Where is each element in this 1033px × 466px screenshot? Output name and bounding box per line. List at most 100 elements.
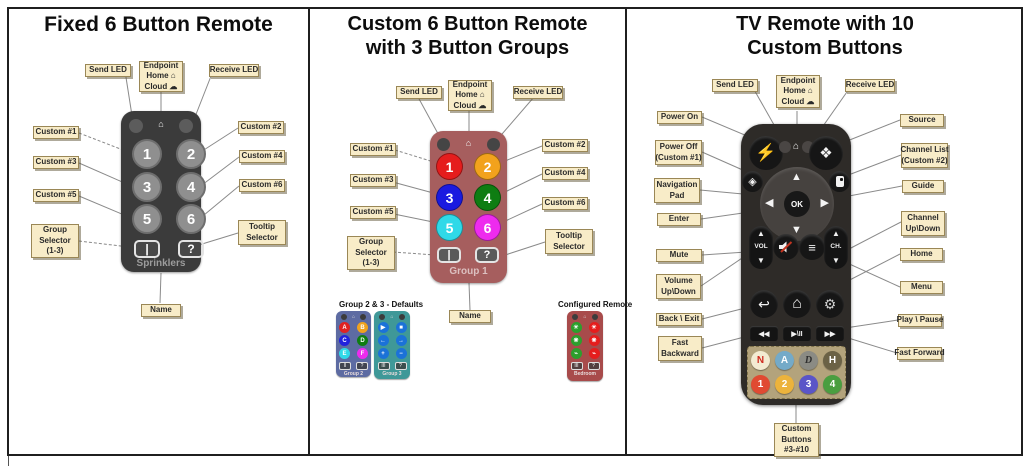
panel-custom-remote: Custom 6 Button Remote with 3 Button Gro…	[308, 9, 632, 454]
navigation-pad: ▲ ▼ ◀ ▶ OK	[760, 167, 834, 241]
right-button: →	[395, 335, 407, 346]
home-icon: ⌂	[351, 313, 356, 320]
left-button: ←	[377, 335, 389, 346]
button-1: 1	[132, 139, 162, 169]
home-icon: ⌂	[792, 141, 800, 152]
send-led-indicator	[437, 138, 450, 151]
fan-on-button: ❋	[570, 335, 582, 346]
gear-icon: ⚙	[823, 295, 837, 312]
label-power-on: Power On	[657, 111, 702, 124]
table-row-divider-tick	[8, 456, 9, 466]
fast-forward-icon: ▶▶	[824, 330, 836, 338]
defaults-heading: Group 2 & 3 - Defaults	[339, 300, 424, 309]
play-button: ▶	[377, 322, 389, 333]
label-receive-led: Receive LED	[209, 64, 259, 77]
tv-remote-body: ⚡ ⌂ ❖ ◈ ▲ ▼ ◀ ▶ OK ▲ VOL ▼	[741, 124, 851, 405]
send-led-indicator	[572, 314, 578, 320]
fan-off-button: ❋	[588, 335, 600, 346]
input-button: ◈	[742, 171, 763, 192]
ok-button: OK	[784, 191, 810, 217]
power-icon: ⚡	[755, 143, 777, 162]
label-power-off: Power Off(Custom #1)	[655, 140, 702, 165]
label-back-exit: Back \ Exit	[656, 313, 702, 326]
channel-list-button	[829, 171, 850, 192]
custom-buttons-section: N A D H 1 2 3 4	[747, 346, 846, 399]
label-group-selector: Group Selector (1-3)	[347, 236, 395, 270]
send-led-indicator	[129, 119, 143, 133]
custom-button-4: 4	[823, 374, 842, 394]
menu-button: ≡	[799, 234, 825, 260]
remote-name: Group 2	[343, 371, 364, 377]
fixed-remote-body: ⌂ 1 2 3 4 5 6 | ? Sprinklers	[121, 111, 206, 272]
label-custom-3: Custom #3	[33, 156, 79, 169]
label-play-pause: Play \ Pause	[897, 314, 943, 327]
group-selector-button: |	[134, 240, 160, 258]
button-6: 6	[474, 214, 501, 241]
channel-down-icon: ▼	[832, 256, 840, 265]
label-menu: Menu	[900, 281, 943, 294]
label-receive-led: Receive LED	[513, 86, 563, 99]
back-icon: ↩	[758, 295, 770, 312]
volume-up-icon: ▲	[757, 229, 765, 238]
button-a: A	[339, 322, 350, 333]
label-home: Home	[900, 248, 943, 261]
receive-led-indicator	[399, 314, 405, 320]
label-endpoint: Endpoint Home ⌂ Cloud ☁	[139, 61, 183, 92]
label-source: Source	[900, 114, 944, 127]
label-custom-4: Custom #4	[239, 150, 285, 163]
source-button: ❖	[809, 136, 843, 170]
home-icon: ⌂	[583, 313, 587, 320]
custom-button-2: 2	[775, 374, 794, 394]
volume-down-icon: ▼	[757, 256, 765, 265]
button-c: C	[339, 335, 350, 346]
receive-led-indicator	[592, 314, 598, 320]
custom-button-n: N	[751, 351, 770, 371]
button-d: D	[357, 335, 368, 346]
label-tooltip-selector: Tooltip Selector	[545, 229, 593, 254]
button-2: 2	[176, 139, 206, 169]
mute-button	[773, 234, 799, 260]
label-custom-2: Custom #2	[542, 139, 588, 152]
configured-heading: Configured Remote	[558, 300, 633, 309]
button-3: 3	[436, 184, 463, 211]
channel-up-icon: ▲	[832, 229, 840, 238]
label-custom-buttons: Custom Buttons #3-#10	[774, 423, 819, 457]
play-pause-icon: ▶\II	[791, 330, 803, 338]
light-on-button: ☀	[570, 322, 582, 333]
menu-icon: ≡	[808, 239, 816, 255]
label-receive-led: Receive LED	[845, 79, 895, 92]
remote-name: Group 1	[449, 266, 488, 277]
send-led-indicator	[779, 141, 791, 153]
stop-button: ■	[395, 322, 407, 333]
label-send-led: Send LED	[712, 79, 758, 92]
remote-name: Sprinklers	[136, 258, 186, 269]
panel-title: Fixed 6 Button Remote	[44, 13, 273, 36]
power-button: ⚡	[749, 136, 783, 170]
custom-button-3: 3	[799, 374, 818, 394]
panel-title: TV Remote with 10 Custom Buttons	[736, 13, 914, 60]
mute-icon	[779, 241, 793, 253]
button-e: E	[339, 348, 350, 359]
label-tooltip-selector: Tooltip Selector	[238, 220, 286, 245]
button-f: F	[357, 348, 368, 359]
label-custom-4: Custom #4	[542, 167, 588, 180]
send-led-indicator	[379, 314, 385, 320]
label-endpoint: Endpoint Home ⌂ Cloud ☁	[776, 75, 820, 108]
group-selector-button: II	[339, 362, 351, 370]
receive-led-indicator	[179, 119, 193, 133]
label-mute: Mute	[656, 249, 702, 262]
remote-name: Group 3	[382, 371, 402, 377]
label-guide: Guide	[902, 180, 944, 193]
tooltip-button: ?	[475, 247, 499, 263]
send-led-indicator	[341, 314, 347, 320]
home-button-icon: ⌂	[792, 295, 802, 312]
group-selector-button: |	[437, 247, 461, 263]
label-name: Name	[449, 310, 491, 323]
group2-remote: ⌂ A B C D E F II? Group 2	[336, 311, 371, 377]
label-fast-forward: Fast Forward	[894, 347, 945, 360]
label-channel-list: Channel List(Custom #2)	[901, 143, 949, 168]
label-custom-5: Custom #5	[350, 206, 396, 219]
